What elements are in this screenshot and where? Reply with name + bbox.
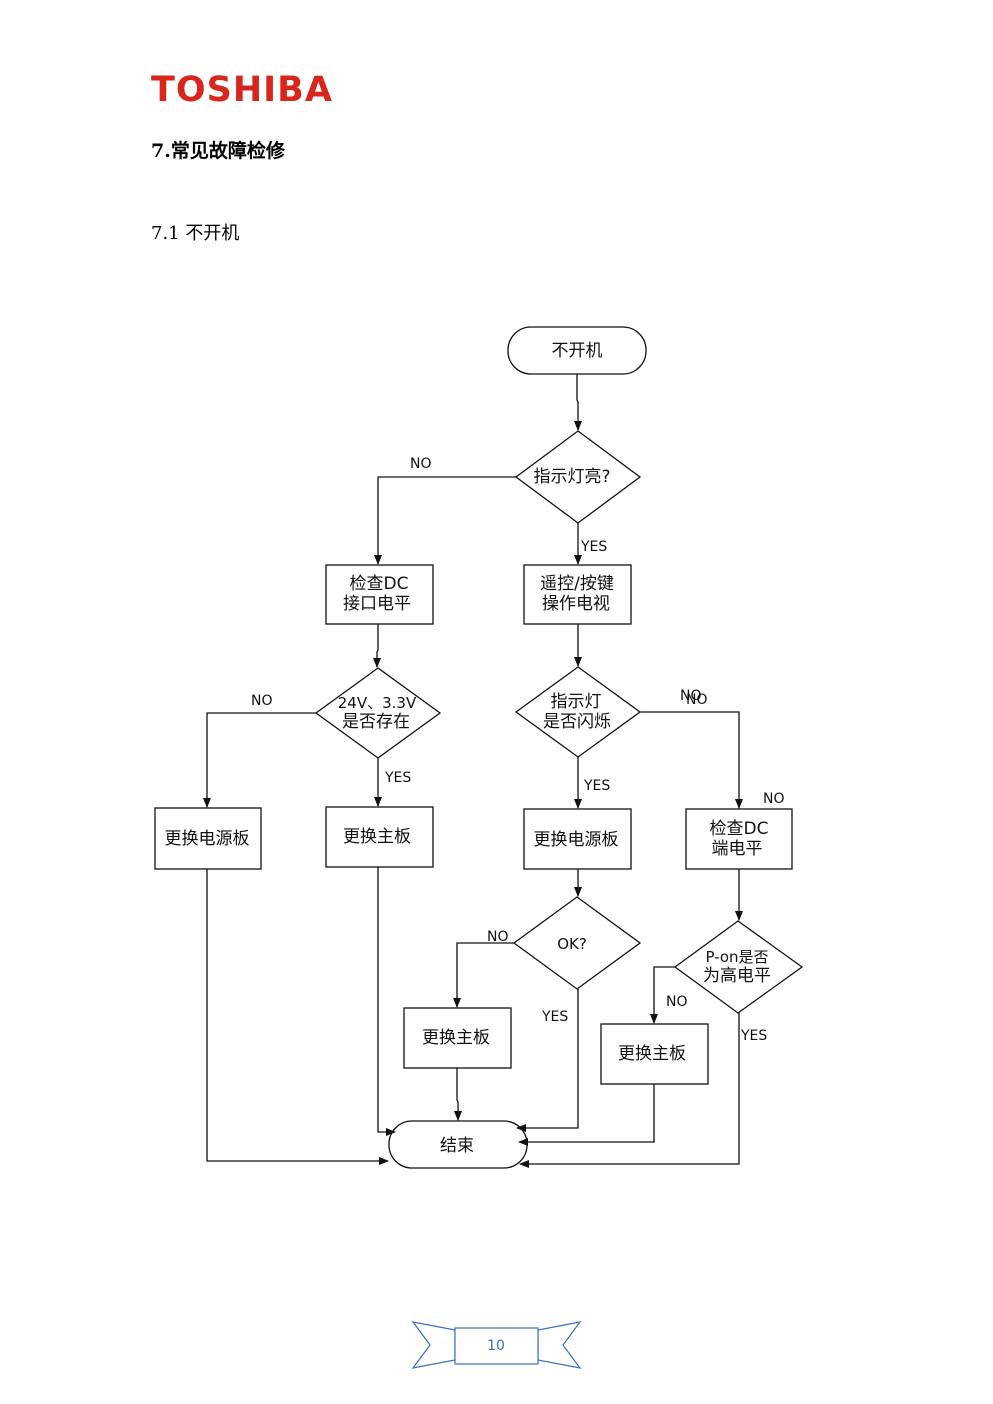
edge-voltage-no: [203, 712, 316, 808]
section-heading: 7.常见故障检修: [151, 140, 285, 162]
ok-label: OK?: [557, 935, 587, 953]
label-no-pon: NO: [666, 994, 688, 1010]
edge-ok-no: [453, 942, 514, 1008]
page-ribbon: [411, 1321, 582, 1369]
edge-start-indicator: [574, 374, 582, 431]
box-replace-main-2: [403, 1007, 512, 1069]
replace-power-2-label: 更换电源板: [534, 830, 619, 850]
label-no-indicator: NO: [410, 456, 432, 472]
box-check-dc-1: [325, 564, 434, 625]
edge-main1-end: [377, 867, 396, 1136]
replace-power-1-label: 更换电源板: [165, 829, 250, 849]
label-yes-ok: YES: [541, 1009, 568, 1025]
label-no-flash-2: NO: [686, 692, 708, 708]
edge-flash-no: [640, 711, 743, 809]
decision-ok: [512, 896, 642, 990]
box-replace-main-3: [600, 1023, 709, 1085]
flash-line2: 是否闪烁: [543, 712, 611, 732]
edge-power1-end: [206, 869, 389, 1165]
label-yes-indicator: YES: [580, 539, 607, 555]
voltage-line2: 是否存在: [342, 712, 410, 732]
page-number: 10: [487, 1338, 505, 1354]
indicator-on-label: 指示灯亮?: [533, 467, 610, 487]
edge-ok-yes-end: [516, 989, 579, 1132]
edge-main3-end: [518, 1084, 655, 1146]
check-dc-1-line2: 接口电平: [343, 594, 411, 614]
edge-checkdc-voltage: [373, 624, 381, 668]
replace-main-1-label: 更换主板: [343, 827, 411, 847]
label-yes-pon: YES: [740, 1028, 767, 1044]
box-replace-power-2: [523, 808, 632, 870]
replace-main-2-label: 更换主板: [422, 1028, 490, 1048]
pon-line1: P-on是否: [705, 948, 768, 966]
label-yes-flash: YES: [583, 778, 610, 794]
check-dc-2-line1: 检查DC: [710, 819, 769, 839]
check-dc-1-line1: 检查DC: [350, 574, 409, 594]
remote-line2: 操作电视: [542, 594, 610, 614]
edge-indicator-no: [374, 476, 516, 565]
label-no-flash-1: NO: [680, 688, 702, 704]
voltage-line1: 24V、3.3V: [338, 694, 417, 712]
box-check-dc-2: [685, 808, 793, 870]
edge-main2-end: [454, 1068, 462, 1121]
section-subheading: 7.1 不开机: [151, 223, 240, 244]
end-label: 结束: [440, 1136, 474, 1156]
label-no-checkdc: NO: [763, 791, 785, 807]
label-no-ok: NO: [487, 929, 509, 945]
pon-line2: 为高电平: [703, 966, 771, 986]
box-replace-main-1: [325, 806, 434, 868]
box-replace-power-1: [154, 807, 262, 870]
label-yes-voltage: YES: [384, 770, 411, 786]
decision-pon: [673, 920, 804, 1014]
label-no-voltage: NO: [251, 693, 273, 709]
flash-line1: 指示灯: [551, 692, 602, 712]
remote-line1: 遥控/按键: [540, 574, 614, 594]
toshiba-logo: TOSHIBA: [151, 70, 333, 110]
start-label: 不开机: [552, 341, 603, 361]
edge-pon-no: [650, 966, 675, 1024]
replace-main-3-label: 更换主板: [618, 1044, 686, 1064]
edge-pon-yes-end: [519, 1013, 740, 1168]
check-dc-2-line2: 端电平: [712, 839, 763, 859]
